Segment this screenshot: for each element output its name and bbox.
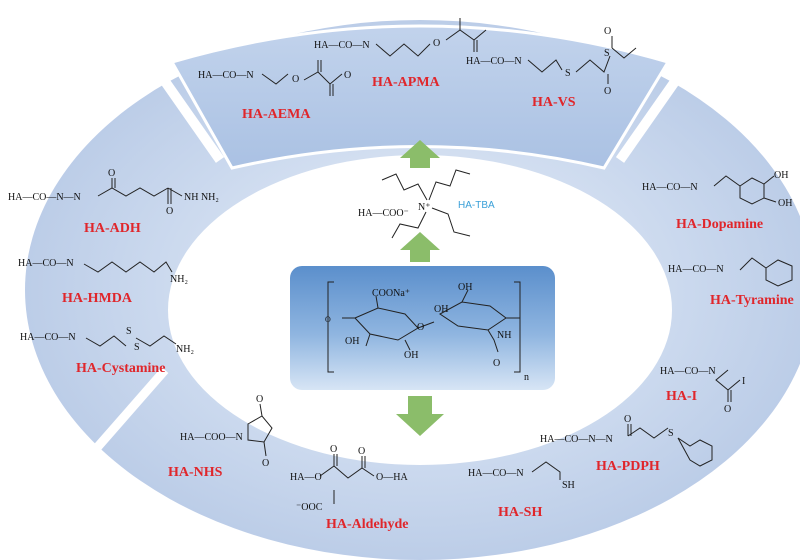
ha-hmda-formula: HA—CO—N	[18, 258, 74, 269]
ha-aema-o2: O	[344, 70, 351, 81]
ha-pdph-label: HA-PDPH	[596, 459, 660, 474]
ha-pdph-o: O	[624, 414, 631, 425]
ha-adh-structure	[97, 178, 183, 204]
ha-tba-formula: HA—COO⁻	[358, 208, 409, 219]
chain-label-o-left: O	[325, 315, 331, 324]
ha-adh-o2: O	[166, 206, 173, 217]
ha-repeat-unit	[327, 281, 521, 373]
ha-tyramine-structure	[739, 257, 793, 287]
ha-dopamine-label: HA-Dopamine	[676, 217, 763, 232]
ha-cystamine-label: HA-Cystamine	[76, 361, 165, 376]
ha-dopamine-formula: HA—CO—N	[642, 182, 698, 193]
ha-nhs-formula: HA—COO—N	[180, 432, 243, 443]
arrow-down-bottom	[396, 396, 444, 436]
ha-apma-o: O	[433, 38, 440, 49]
ha-i-o: O	[724, 404, 731, 415]
ha-vs-s: S	[565, 68, 571, 79]
ha-sh-structure	[531, 461, 561, 480]
top-segment	[169, 24, 671, 170]
arrow-up-middle	[400, 232, 440, 262]
ha-tba-nitrogen: N⁺	[418, 202, 431, 213]
ha-i-structure	[715, 369, 741, 402]
oh-label-top: OH	[458, 282, 472, 293]
ha-sh-sh: SH	[562, 480, 575, 491]
ha-vs-s2: S	[604, 48, 610, 59]
oh-label-left: OH	[345, 336, 359, 347]
ha-pdph-s: S	[668, 428, 674, 439]
ha-apma-label: HA-APMA	[372, 75, 441, 90]
ha-nhs-label: HA-NHS	[168, 465, 223, 480]
ha-dopamine-oh1: OH	[774, 170, 788, 181]
ha-vs-o-bottom: O	[604, 86, 611, 97]
ha-vs-formula: HA—CO—N	[466, 56, 522, 67]
ha-aldehyde-o1: O	[330, 444, 337, 455]
ha-tyramine-formula: HA—CO—N	[668, 264, 724, 275]
ha-dopamine-structure	[713, 175, 777, 205]
ha-cystamine-nh2: NH₂	[176, 344, 194, 355]
ha-apma-formula: HA—CO—N	[314, 40, 370, 51]
ha-aldehyde-label: HA-Aldehyde	[326, 517, 408, 532]
ha-aldehyde-structure	[319, 454, 375, 504]
ha-aldehyde-formula: HA—O	[290, 472, 322, 483]
ha-adh-nhnh2: NH NH₂	[184, 192, 219, 203]
ha-aema-label: HA-AEMA	[242, 107, 311, 122]
ha-cystamine-formula: HA—CO—N	[20, 332, 76, 343]
ha-nhs-o-top: O	[256, 394, 263, 405]
ha-vs-label: HA-VS	[532, 95, 576, 110]
ha-i-label: HA-I	[666, 389, 697, 404]
ha-dopamine-oh2: OH	[778, 198, 792, 209]
ha-i-formula: HA—CO—N	[660, 366, 716, 377]
ha-tba-label: HA-TBA	[458, 200, 495, 211]
oh-label-bottom: OH	[404, 350, 418, 361]
nh-label: NH	[497, 330, 511, 341]
ha-cystamine-s1: S	[126, 326, 132, 337]
ha-cystamine-s2: S	[134, 342, 140, 353]
repeat-index: n	[524, 372, 529, 383]
ha-structure-box	[290, 266, 555, 390]
ha-tyramine-label: HA-Tyramine	[710, 293, 794, 308]
oh-label-right: OH	[434, 304, 448, 315]
ha-sh-label: HA-SH	[498, 505, 542, 520]
ha-hmda-structure	[83, 261, 173, 273]
ha-sh-formula: HA—CO—N	[468, 468, 524, 479]
ha-aldehyde-right: O—HA	[376, 472, 408, 483]
ha-adh-o1: O	[108, 168, 115, 179]
salt-label: COONa⁺	[372, 288, 410, 299]
acetyl-o-label: O	[493, 358, 500, 369]
ha-adh-formula: HA—CO—N—N	[8, 192, 81, 203]
ha-aema-formula: HA—CO—N	[198, 70, 254, 81]
ha-aema-o: O	[292, 74, 299, 85]
ha-hmda-nh2: NH₂	[170, 274, 188, 285]
arrow-up-top	[400, 140, 440, 168]
ha-adh-label: HA-ADH	[84, 221, 141, 236]
ha-aema-structure	[261, 60, 343, 96]
ha-nhs-o-bottom: O	[262, 458, 269, 469]
ha-pdph-structure	[627, 424, 713, 467]
ha-vs-o-top: O	[604, 26, 611, 37]
glycosidic-o-label: O	[417, 322, 424, 333]
ha-aldehyde-o2: O	[358, 446, 365, 457]
ha-cystamine-structure	[85, 335, 177, 347]
ha-i-iodine: I	[742, 376, 745, 387]
ha-nhs-structure	[247, 403, 273, 457]
ha-hmda-label: HA-HMDA	[62, 291, 133, 306]
ha-apma-structure	[375, 18, 487, 57]
ha-vs-structure	[527, 36, 637, 84]
ha-pdph-formula: HA—CO—N—N	[540, 434, 613, 445]
ha-tba-structure	[381, 169, 471, 239]
ha-aldehyde-coo: ⁻OOC	[296, 502, 323, 513]
